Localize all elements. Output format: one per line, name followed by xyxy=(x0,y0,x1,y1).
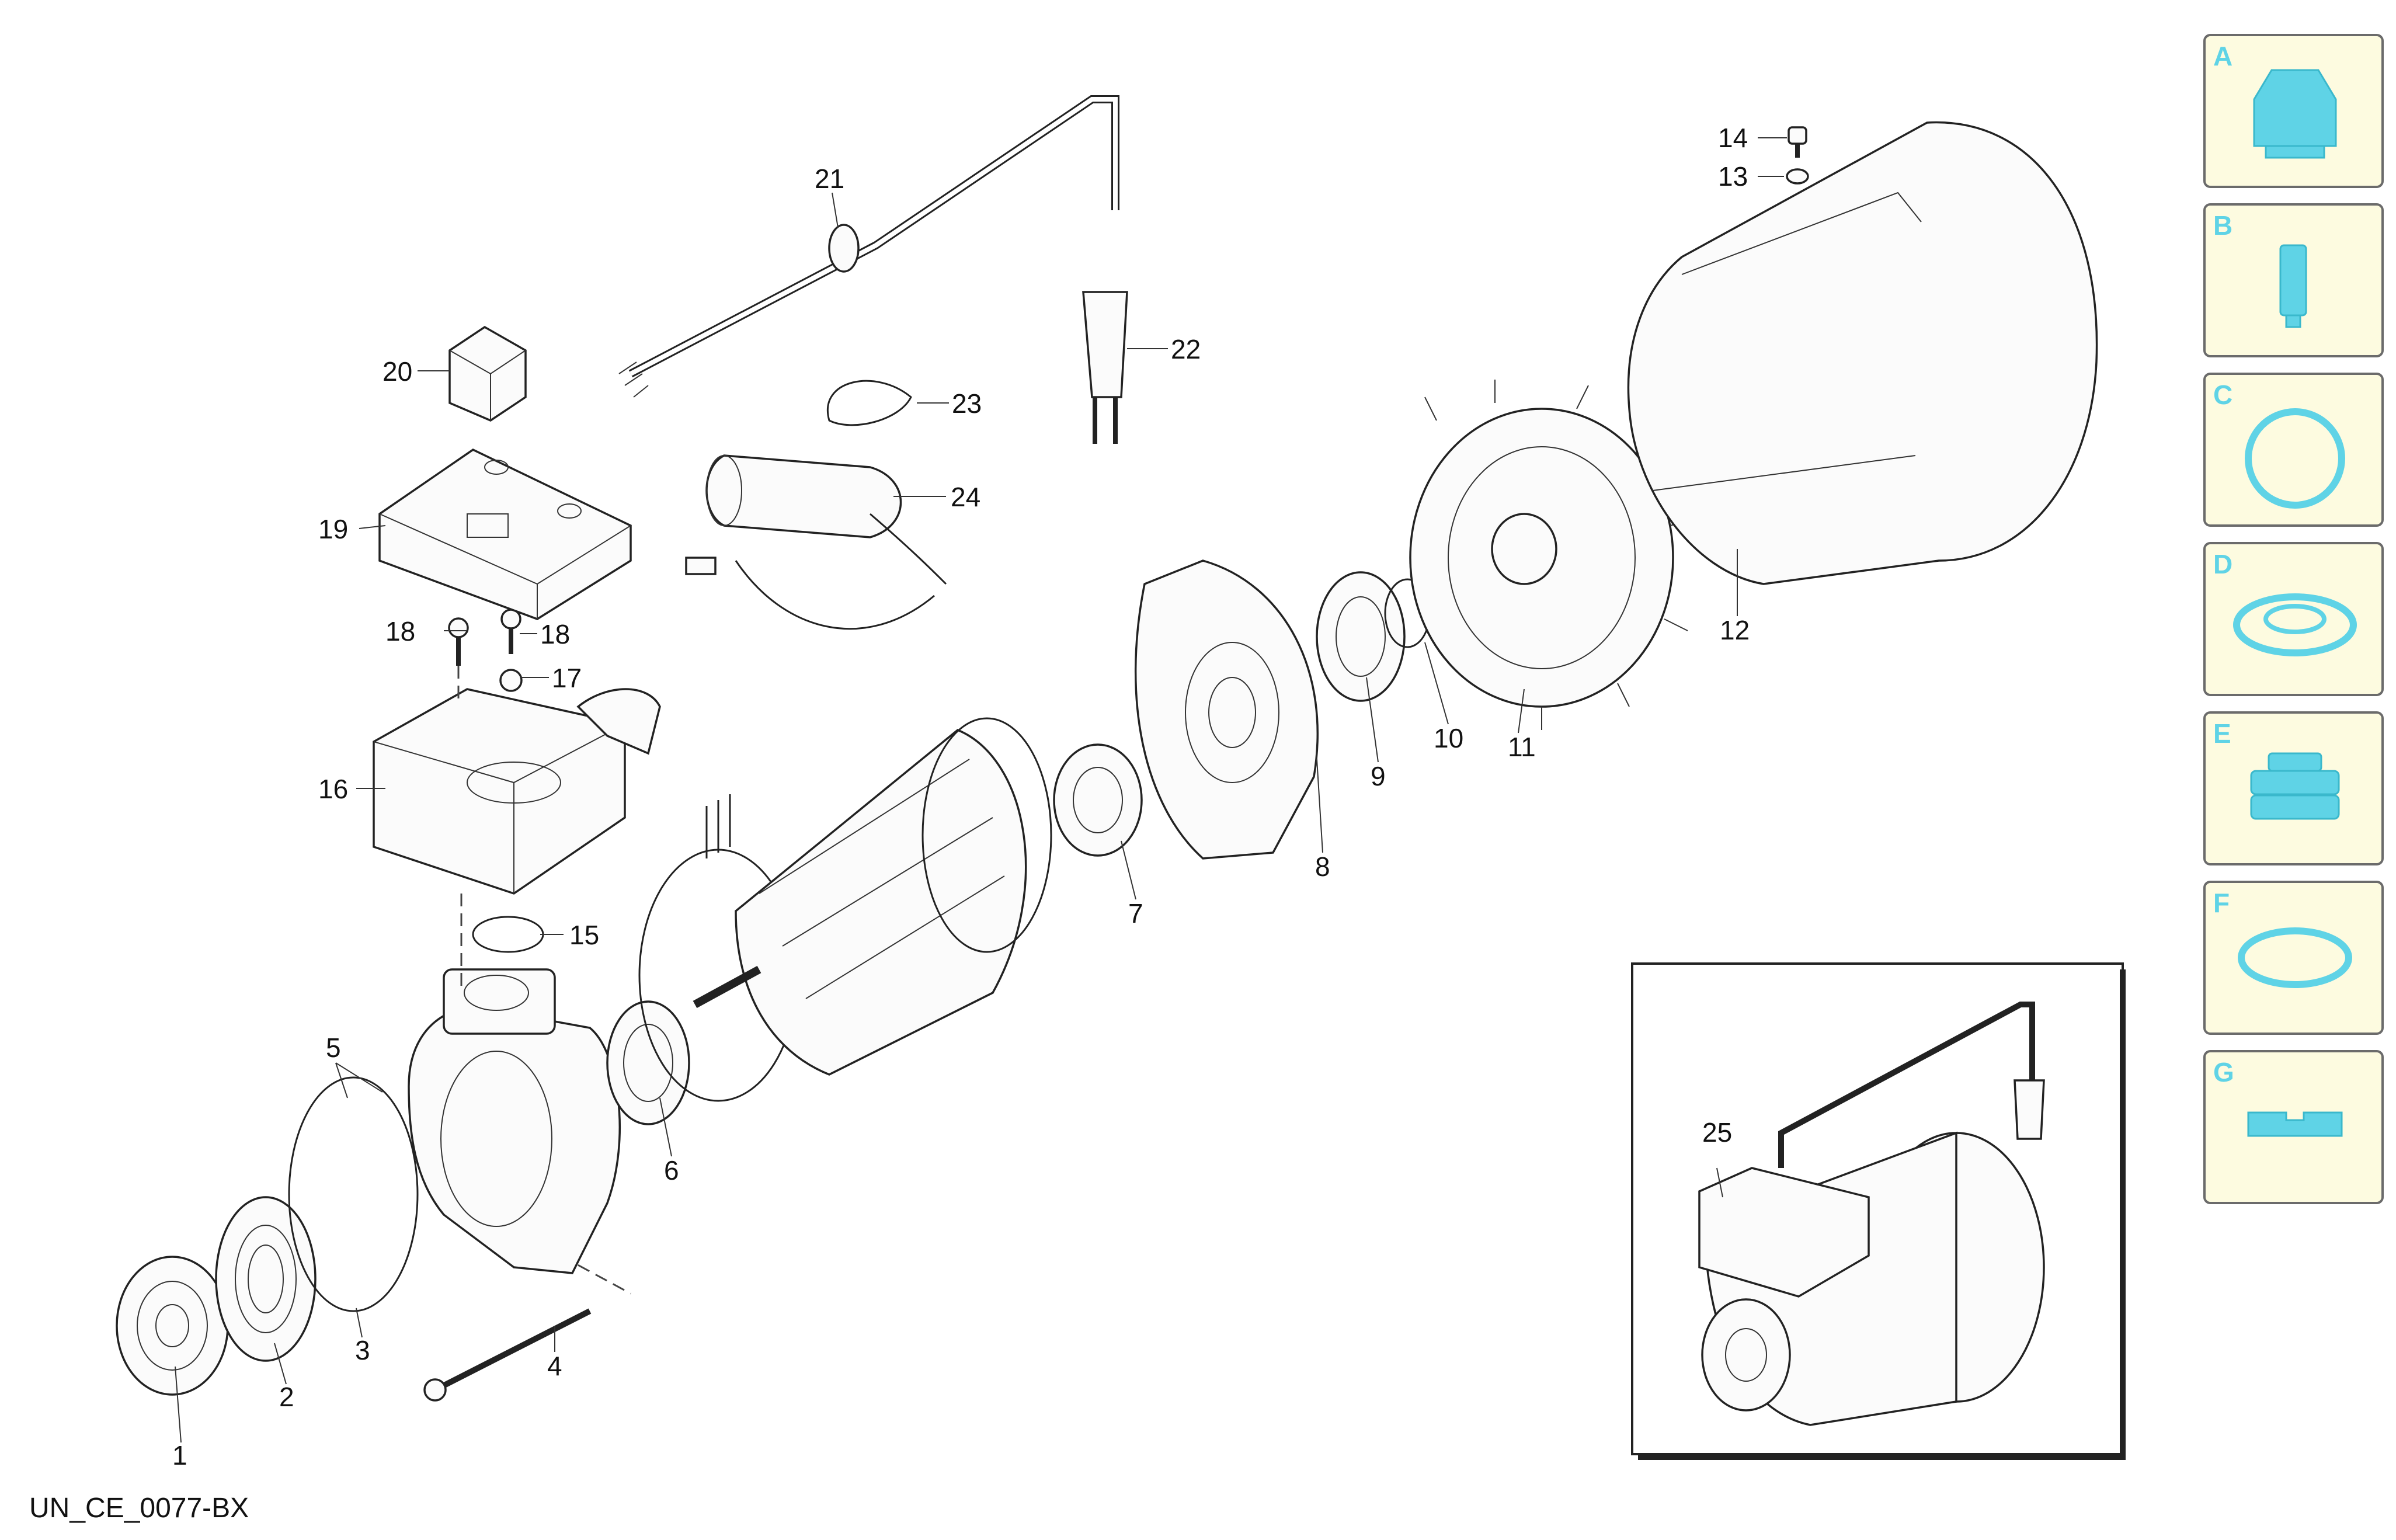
part-terminal-box xyxy=(373,688,661,895)
callout-21: 21 xyxy=(815,164,844,194)
callout-24: 24 xyxy=(951,482,980,512)
legend-panel: A B C D xyxy=(2203,34,2384,1204)
pin-icon xyxy=(2279,244,2307,328)
callout-16: 16 xyxy=(318,774,348,804)
callout-labels: 1 2 3 4 5 6 7 8 9 10 11 12 13 14 15 16 1… xyxy=(172,123,1750,1471)
callout-19: 19 xyxy=(318,514,348,544)
callout-23: 23 xyxy=(952,388,982,419)
callout-13: 13 xyxy=(1718,161,1748,192)
part-o-ring-small xyxy=(472,916,544,953)
part-bearing-rear xyxy=(606,1000,690,1125)
o-ring-icon xyxy=(2238,927,2352,988)
cap-icon xyxy=(2253,69,2337,159)
part-pump-housing xyxy=(408,968,621,1274)
gasket-icon xyxy=(2245,408,2345,509)
callout-8: 8 xyxy=(1315,851,1330,882)
part-rotor-stator xyxy=(638,717,1052,1102)
leader-lines xyxy=(175,137,1787,1443)
drawing-code: UN_CE_0077-BX xyxy=(29,1493,249,1524)
callout-25: 25 xyxy=(1702,1117,1732,1148)
part-capacitor xyxy=(685,454,947,630)
callout-1: 1 xyxy=(172,1440,187,1471)
callout-2: 2 xyxy=(279,1382,294,1412)
bellows-icon xyxy=(2250,752,2340,820)
tile-letter-f: F xyxy=(2213,888,2230,918)
part-o-ring-large xyxy=(288,1076,419,1312)
legend-tile-c[interactable]: C xyxy=(2203,373,2384,527)
tile-letter-e: E xyxy=(2213,718,2231,749)
part-bearing-motor xyxy=(1053,743,1143,857)
callout-4: 4 xyxy=(547,1351,562,1381)
legend-tile-d[interactable]: D xyxy=(2203,542,2384,696)
callout-22: 22 xyxy=(1171,334,1201,364)
legend-tile-f[interactable]: F xyxy=(2203,881,2384,1035)
callout-5: 5 xyxy=(326,1033,341,1063)
legend-tile-a[interactable]: A xyxy=(2203,34,2384,188)
block-icon xyxy=(2247,1111,2343,1137)
callout-10: 10 xyxy=(1434,723,1463,753)
part-cable-clip xyxy=(827,380,912,426)
part-screws xyxy=(448,609,523,692)
callout-18b: 18 xyxy=(540,619,570,649)
legend-tile-e[interactable]: E xyxy=(2203,711,2384,865)
callout-7: 7 xyxy=(1128,898,1143,929)
part-power-cable xyxy=(618,95,1119,398)
callout-20: 20 xyxy=(382,356,412,387)
part-seal-ring xyxy=(1316,571,1406,702)
legend-tile-g[interactable]: G xyxy=(2203,1050,2384,1204)
inset-assembled-pump xyxy=(1631,962,2126,1460)
part-nut-screw xyxy=(1786,126,1809,185)
part-fan-cover xyxy=(1627,121,2098,585)
callout-14: 14 xyxy=(1718,123,1748,153)
tile-letter-c: C xyxy=(2213,380,2232,410)
callout-6: 6 xyxy=(664,1155,679,1186)
tile-letter-b: B xyxy=(2213,210,2232,241)
tile-letter-g: G xyxy=(2213,1057,2234,1087)
part-bearing-front xyxy=(215,1196,317,1362)
seal-ring-icon xyxy=(2233,593,2357,656)
part-switch xyxy=(448,325,527,422)
tile-letter-a: A xyxy=(2213,41,2232,71)
part-terminal-lid xyxy=(378,448,632,620)
legend-tile-b[interactable]: B xyxy=(2203,203,2384,357)
tile-letter-d: D xyxy=(2213,549,2232,579)
callout-11: 11 xyxy=(1508,732,1536,762)
callout-18a: 18 xyxy=(385,616,415,646)
part-plug xyxy=(1082,291,1128,444)
callout-3: 3 xyxy=(355,1335,370,1365)
callout-17: 17 xyxy=(552,663,582,693)
part-impeller xyxy=(116,1256,229,1396)
callout-12: 12 xyxy=(1720,615,1750,645)
callout-9: 9 xyxy=(1371,761,1386,791)
part-fan xyxy=(1409,380,1694,730)
part-long-bolt xyxy=(423,1308,592,1402)
part-end-shield xyxy=(1134,559,1319,860)
callout-15: 15 xyxy=(569,920,599,950)
